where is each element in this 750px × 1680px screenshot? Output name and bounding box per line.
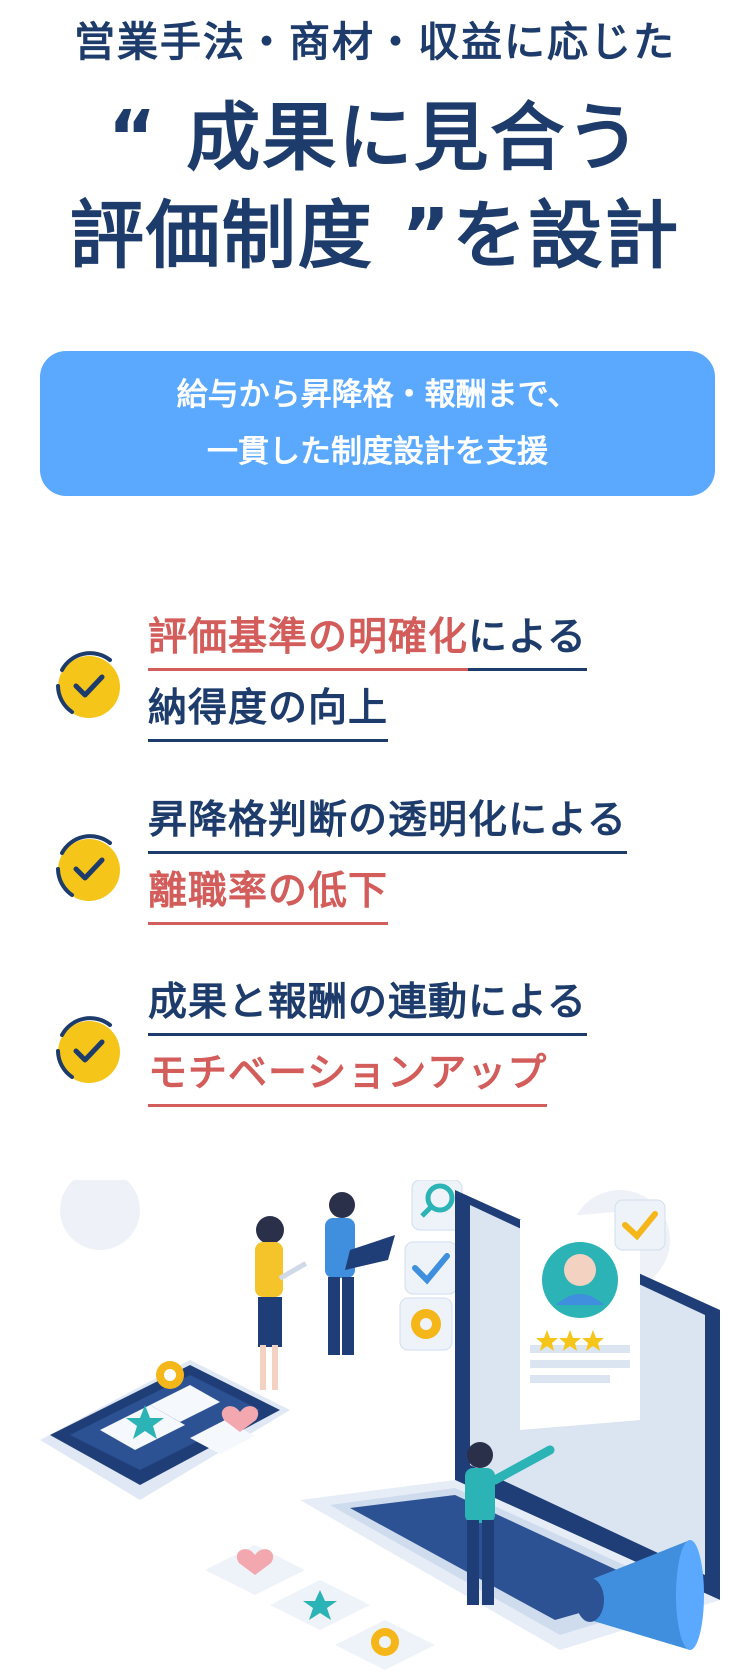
star-icon <box>126 1405 164 1439</box>
check-circle-icon <box>56 834 120 901</box>
search-icon <box>411 1180 463 1231</box>
banner-line1: 給与から昇降格・報酬まで、 <box>176 376 579 413</box>
star-icon <box>536 1330 604 1351</box>
feature-item-3: 成果と報酬の連動による モチベーションアップ <box>50 977 710 1137</box>
heart-icon <box>221 1406 259 1432</box>
check-circle-icon <box>56 1016 120 1083</box>
tablet-illustration <box>40 1360 290 1500</box>
check-icon <box>404 1241 458 1295</box>
feature-3-line2: モチベーションアップ <box>148 1048 548 1107</box>
feature-item-2: 昇降格判断の透明化による 離職率の低下 <box>50 795 710 955</box>
feature-item-1: 評価基準の明確化による 納得度の向上 <box>50 612 710 772</box>
check-icon <box>614 1199 666 1251</box>
woman-figure <box>465 1442 555 1605</box>
man-figure <box>325 1192 395 1355</box>
headline-main-line2: 評価制度 ”を設計 <box>69 193 681 279</box>
headline-subtitle: 営業手法・商材・収益に応じた <box>74 18 676 66</box>
feature-3-line1: 成果と報酬の連動による <box>148 977 587 1036</box>
evaluation-illustration <box>40 1180 720 1670</box>
feature-1-line2: 納得度の向上 <box>148 683 389 742</box>
feature-2-line2: 離職率の低下 <box>148 866 389 925</box>
support-banner: 給与から昇降格・報酬まで、 一貫した制度設計を支援 <box>40 351 715 496</box>
star-icon <box>270 1580 370 1630</box>
megaphone-icon <box>576 1540 704 1650</box>
banner-line2: 一貫した制度設計を支援 <box>207 433 548 470</box>
feature-2-line1: 昇降格判断の透明化による <box>148 795 627 854</box>
check-circle-icon <box>56 651 120 718</box>
heart-icon <box>205 1545 305 1595</box>
gear-icon <box>156 1361 184 1389</box>
feature-1-line1: 評価基準の明確化による <box>148 612 587 671</box>
gear-icon <box>399 1297 453 1351</box>
gear-icon <box>335 1620 435 1670</box>
woman-figure <box>255 1216 308 1390</box>
headline-main-line1: “ 成果に見合う <box>107 95 643 181</box>
